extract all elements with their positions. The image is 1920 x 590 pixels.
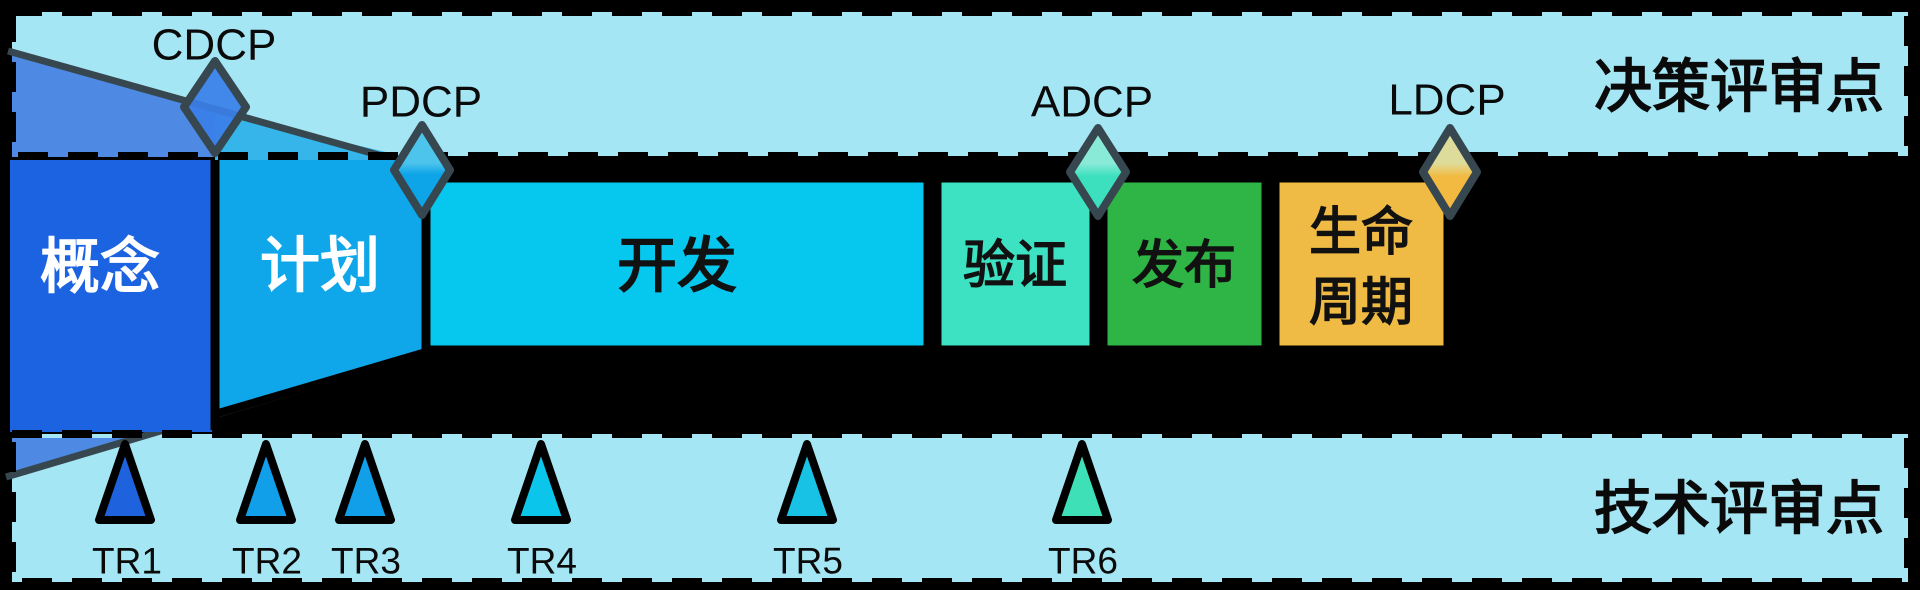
technical-review-band bbox=[12, 434, 1908, 582]
adcp-label: ADCP bbox=[1031, 78, 1153, 127]
phase-lifecycle-label-line1: 生命 bbox=[1309, 203, 1413, 262]
phase-develop-block bbox=[421, 173, 933, 355]
ldcp-label: LDCP bbox=[1388, 76, 1505, 125]
tr2-triangle-icon bbox=[236, 440, 296, 524]
tr2-label: TR2 bbox=[232, 541, 302, 582]
technical-review-title: 技术评审点 bbox=[1594, 477, 1884, 542]
tr4-label: TR4 bbox=[507, 541, 577, 582]
decision-review-band-border bbox=[8, 8, 1912, 160]
pdcp-diamond-icon bbox=[390, 121, 454, 219]
phase-lifecycle-block bbox=[1270, 173, 1453, 355]
adcp-diamond-icon bbox=[1066, 124, 1130, 220]
tr1-label: TR1 bbox=[92, 541, 162, 582]
funnel-overlay-upper-left bbox=[12, 54, 215, 157]
phase-plan-block bbox=[215, 160, 426, 414]
phase-plan-label: 计划 bbox=[260, 233, 380, 300]
phase-verify-label: 验证 bbox=[963, 237, 1067, 295]
tr6-triangle-icon bbox=[1052, 440, 1112, 524]
technical-review-band-border bbox=[8, 430, 1912, 586]
tr5-label: TR5 bbox=[773, 541, 843, 582]
phase-develop-label: 开发 bbox=[617, 233, 737, 300]
tr1-triangle-icon bbox=[95, 440, 155, 524]
tr3-label: TR3 bbox=[331, 541, 401, 582]
pdcp-label: PDCP bbox=[360, 78, 482, 127]
decision-review-title: 决策评审点 bbox=[1594, 55, 1884, 120]
phase-release-block bbox=[1098, 173, 1271, 355]
tr4-triangle-icon bbox=[511, 440, 571, 524]
phase-lifecycle-label-line2: 周期 bbox=[1309, 274, 1413, 332]
cdcp-diamond-icon bbox=[180, 57, 250, 157]
phase-concept-label: 概念 bbox=[40, 234, 160, 301]
tr3-triangle-icon bbox=[335, 440, 395, 524]
decision-review-band bbox=[12, 12, 1908, 156]
phase-release-label: 发布 bbox=[1132, 237, 1236, 295]
cdcp-label: CDCP bbox=[152, 21, 277, 70]
phase-verify-block bbox=[932, 173, 1099, 355]
ldcp-diamond-icon bbox=[1419, 124, 1481, 220]
tr5-triangle-icon bbox=[777, 440, 837, 524]
phase-concept-block bbox=[10, 160, 215, 432]
tr6-label: TR6 bbox=[1048, 541, 1118, 582]
